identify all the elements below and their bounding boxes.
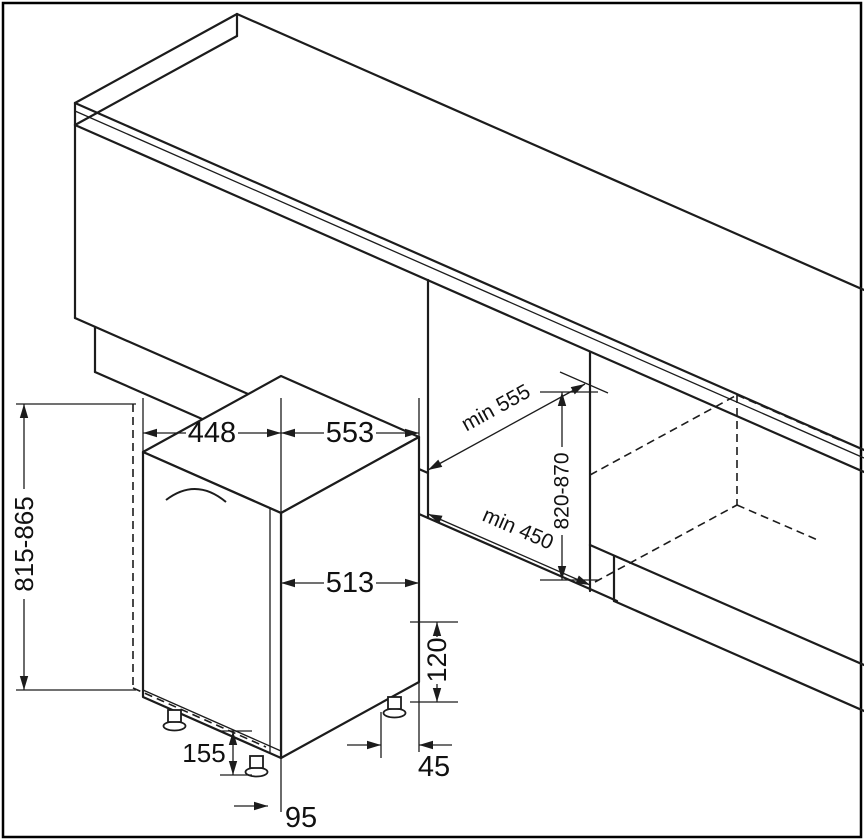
dim-front-offset: 95 [285, 802, 317, 834]
dim-appliance-width: 448 [188, 417, 236, 449]
dim-rear-clearance: 45 [418, 751, 450, 783]
dim-niche-depth: min 555 [458, 380, 535, 436]
dim-plinth-height: 120 [422, 637, 452, 682]
dim-appliance-height: 815-865 [9, 496, 39, 591]
door-handle-icon [165, 488, 227, 503]
niche-hidden-edges [589, 394, 843, 583]
dim-appliance-body-depth: 513 [326, 567, 374, 599]
dim-niche-width: min 450 [479, 504, 557, 555]
furniture-door-outline [132, 404, 267, 748]
dim-niche-height: 820-870 [551, 452, 574, 529]
dim-foot-zone: 155 [182, 738, 225, 768]
dim-appliance-top-depth: 553 [326, 417, 374, 449]
adjustable-feet [162, 696, 407, 778]
